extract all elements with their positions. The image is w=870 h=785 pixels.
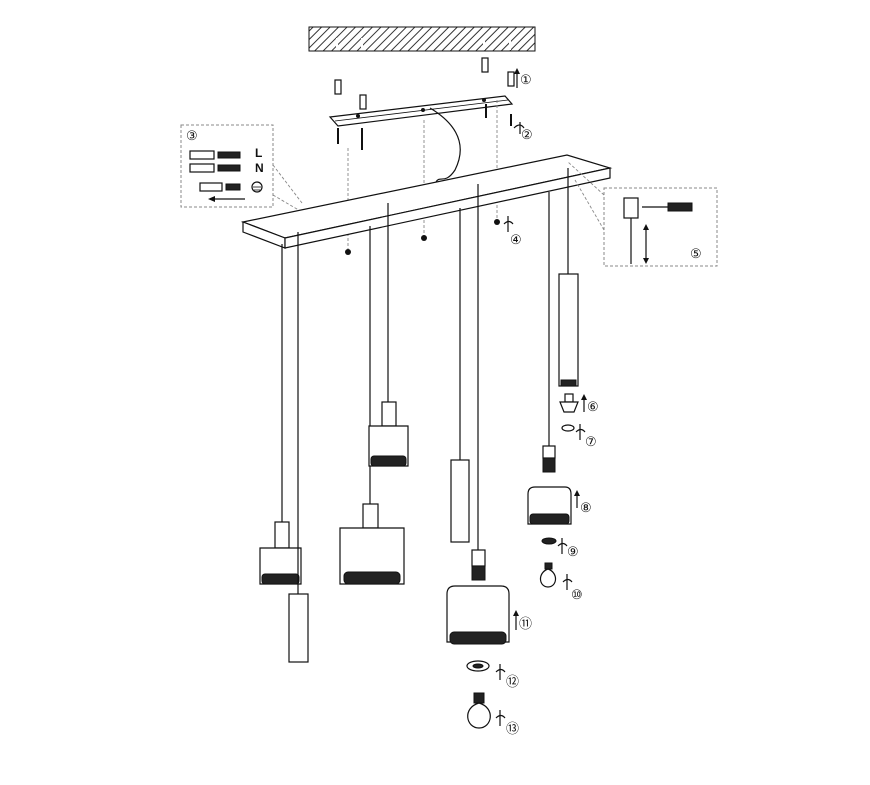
ring-icon-7	[561, 424, 586, 440]
mounting-bracket-icon	[328, 95, 514, 127]
ring-icon-12	[466, 660, 506, 680]
terminal-block-icon	[189, 150, 241, 192]
power-cable	[429, 107, 461, 183]
screwdriver-icon	[642, 202, 693, 212]
pendant-shade-right-exploded	[527, 192, 572, 525]
up-down-arrow-icon	[643, 224, 649, 264]
step-label-7: ⑦	[585, 435, 597, 450]
step-label-3: ③	[186, 129, 198, 144]
dowel-icon	[334, 57, 515, 110]
step-label-12: ⑫	[506, 675, 519, 690]
pendant-cylinder-center	[450, 208, 470, 543]
light-bulb-icon-13	[467, 692, 506, 729]
neutral-label: N	[255, 161, 264, 175]
wiring-detail-box: L N	[180, 124, 274, 208]
step-label-10: ⑩	[571, 588, 583, 603]
rotate-arrow-icon	[513, 122, 525, 134]
step-label-11: ⑪	[519, 617, 532, 632]
step-label-6: ⑥	[587, 400, 599, 415]
step-label-1: ①	[520, 73, 532, 88]
up-arrow-icon	[514, 68, 520, 88]
pendant-shade-upper-center	[368, 203, 409, 467]
rotate-arrow-icon-4	[503, 216, 514, 232]
pendant-shade-exploded	[446, 184, 510, 645]
callout-line-5	[567, 161, 605, 196]
left-arrow-icon	[208, 196, 245, 202]
callout-line-3	[272, 164, 303, 204]
screw-icon	[337, 104, 512, 150]
canopy-plate-icon	[240, 154, 613, 255]
height-adjust-detail-box	[603, 187, 718, 267]
callout-line-3b	[272, 194, 303, 213]
up-arrow-icon-11	[513, 610, 519, 630]
ceiling-hatch	[308, 26, 536, 52]
step-label-2: ②	[521, 128, 533, 143]
pendant-shade-small-left	[259, 244, 302, 585]
pendant-shade-large-center	[339, 226, 405, 585]
ring-icon-9	[541, 537, 568, 554]
live-label: L	[255, 146, 262, 160]
callout-line-5b	[574, 179, 605, 231]
pendant-cylinder-right	[558, 168, 579, 387]
step-label-4: ④	[510, 233, 522, 248]
up-arrow-icon-8	[574, 490, 580, 508]
bulb-socket-icon-6	[559, 393, 587, 413]
step-label-13: ⑬	[506, 722, 519, 737]
ground-symbol-icon	[251, 181, 263, 193]
step-label-9: ⑨	[567, 545, 579, 560]
step-label-5: ⑤	[690, 247, 702, 262]
pendant-cylinder-left	[288, 232, 309, 663]
step-label-8: ⑧	[580, 501, 592, 516]
light-bulb-icon-10	[539, 562, 573, 590]
